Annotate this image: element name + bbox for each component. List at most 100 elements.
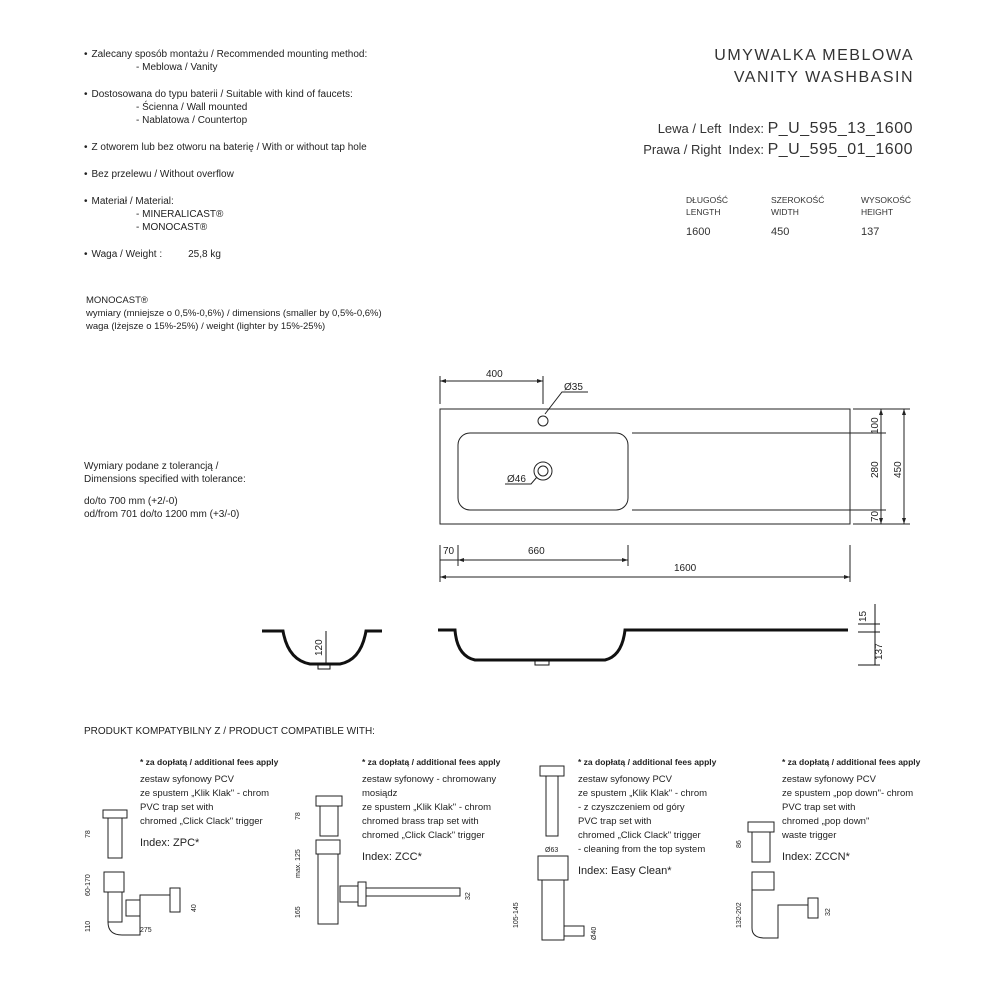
index-word: Index: bbox=[728, 121, 764, 136]
product-desc-line: zestaw syfonowy PCV bbox=[782, 774, 876, 785]
product-fee-note: * za dopłatą / additional fees apply bbox=[782, 757, 921, 767]
tap-hole bbox=[537, 415, 549, 427]
width-label-pl: SZEROKOŚĆ bbox=[771, 195, 825, 205]
product-desc-line: PVC trap set with bbox=[578, 816, 652, 827]
product-desc-line: ze spustem „Klik Klak" - chrom bbox=[578, 788, 708, 799]
width-value: 450 bbox=[771, 226, 790, 238]
trap-dim: 165 bbox=[295, 906, 302, 918]
taphole-spec: Z otworem lub bez otworu na baterię / Wi… bbox=[84, 141, 414, 154]
dim-100: 100 bbox=[870, 417, 881, 434]
trap-dim: 105-145 bbox=[513, 902, 520, 928]
material-value-monocast: - MONOCAST® bbox=[136, 222, 208, 233]
spec-list: Zalecany sposób montażu / Recommended mo… bbox=[84, 48, 414, 261]
product-index: Index: ZCCN* bbox=[782, 851, 850, 863]
technical-drawing: 400 Ø35 Ø46 100 280 70 450 70 660 1600 1… bbox=[262, 369, 910, 670]
product-desc-line: zestaw syfonowy PCV bbox=[578, 774, 672, 785]
dimension-length: DŁUGOŚĆ LENGTH 1600 bbox=[686, 194, 728, 238]
product-desc-line: chromed „Click Clack" trigger bbox=[578, 830, 701, 841]
trap-dim: 110 bbox=[85, 921, 92, 932]
trap-dim: 60-170 bbox=[85, 874, 92, 896]
bowl-outline bbox=[457, 432, 629, 511]
dim-120: 120 bbox=[314, 639, 325, 656]
height-label-en: HEIGHT bbox=[861, 207, 894, 217]
product-desc-line: ze spustem „Klik Klak" - chrom bbox=[362, 802, 492, 813]
product-index: Index: ZPC* bbox=[140, 837, 200, 849]
monocast-dimensions-note: wymiary (mniejsze o 0,5%-0,6%) / dimensi… bbox=[86, 308, 382, 319]
trap-sketch-zcc bbox=[315, 795, 461, 925]
index-right-row: Prawa / Right Index: P_U_595_01_1600 bbox=[493, 139, 913, 160]
trap-dim: max. 125 bbox=[295, 849, 302, 878]
dim-tap-hole: Ø35 bbox=[564, 382, 583, 393]
trap-dim: Ø40 bbox=[591, 927, 598, 940]
product-desc-line: PVC trap set with bbox=[140, 802, 214, 813]
dim-280: 280 bbox=[870, 461, 881, 478]
material-value-mineralicast: - MINERALICAST® bbox=[136, 209, 224, 220]
product-easy-clean: * za dopłatą / additional fees apply zes… bbox=[578, 757, 738, 877]
dim-450: 450 bbox=[893, 461, 904, 478]
product-fee-note: * za dopłatą / additional fees apply bbox=[140, 757, 279, 767]
length-value: 1600 bbox=[686, 226, 711, 238]
product-desc-line: zestaw syfonowy - chromowany bbox=[362, 774, 497, 785]
dim-15: 15 bbox=[858, 610, 869, 622]
index-left-code: P_U_595_13_1600 bbox=[767, 120, 913, 137]
trap-sketch-zccn bbox=[747, 821, 819, 939]
length-label-en: LENGTH bbox=[686, 207, 721, 217]
dim-660: 660 bbox=[528, 546, 545, 557]
product-fee-note: * za dopłatą / additional fees apply bbox=[362, 757, 501, 767]
trap-dim: 40 bbox=[191, 904, 198, 912]
faucet-value-counter: - Nablatowa / Countertop bbox=[136, 115, 248, 126]
trap-dim: Ø63 bbox=[545, 847, 558, 854]
product-desc-line: zestaw syfonowy PCV bbox=[140, 774, 234, 785]
mounting-label: Zalecany sposób montażu / Recommended mo… bbox=[84, 48, 414, 61]
trap-dim: 132-202 bbox=[736, 902, 743, 928]
index-word: Index: bbox=[728, 142, 764, 157]
drain-inner bbox=[537, 465, 549, 477]
faucet-label: Dostosowana do typu baterii / Suitable w… bbox=[84, 88, 414, 101]
dim-137: 137 bbox=[874, 643, 885, 660]
tolerance-note: Wymiary podane z tolerancją / Dimensions… bbox=[84, 460, 384, 521]
dim-70-vertical: 70 bbox=[870, 510, 881, 522]
product-fee-note: * za dopłatą / additional fees apply bbox=[578, 757, 717, 767]
product-desc-line: waste trigger bbox=[782, 830, 837, 841]
tolerance-line-pl: Wymiary podane z tolerancją / bbox=[84, 461, 219, 472]
product-zccn: * za dopłatą / additional fees apply zes… bbox=[782, 757, 932, 863]
trap-dim: 32 bbox=[825, 908, 832, 916]
dim-400: 400 bbox=[486, 369, 503, 380]
trap-dim: 78 bbox=[295, 812, 302, 820]
index-right-code: P_U_595_01_1600 bbox=[767, 141, 913, 158]
dimension-height: WYSOKOŚĆ HEIGHT 137 bbox=[861, 194, 911, 238]
weight-value: 25,8 kg bbox=[188, 249, 221, 260]
width-label-en: WIDTH bbox=[771, 207, 799, 217]
trap-sketch-easy-clean bbox=[537, 765, 585, 941]
trap-sketch-zpc bbox=[102, 809, 181, 936]
product-zcc: * za dopłatą / additional fees apply zes… bbox=[362, 757, 522, 863]
trap-dim: 275 bbox=[140, 927, 152, 934]
product-desc-line: - z czyszczeniem od góry bbox=[578, 802, 685, 813]
index-left-label: Lewa / Left bbox=[657, 121, 722, 136]
product-zpc: * za dopłatą / additional fees apply zes… bbox=[140, 757, 290, 849]
index-left-row: Lewa / Left Index: P_U_595_13_1600 bbox=[493, 118, 913, 139]
monocast-title: MONOCAST® bbox=[86, 295, 148, 306]
product-desc-line: ze spustem „Klik Klak" - chrom bbox=[140, 788, 270, 799]
dim-70-horizontal: 70 bbox=[443, 546, 455, 557]
height-value: 137 bbox=[861, 226, 880, 238]
product-desc-line: chromed „pop down" bbox=[782, 816, 870, 827]
tolerance-line-en: Dimensions specified with tolerance: bbox=[84, 474, 246, 485]
dim-1600: 1600 bbox=[674, 563, 697, 574]
cross-section-long bbox=[438, 604, 880, 666]
trap-dim: 78 bbox=[85, 830, 92, 838]
product-desc-line: chromed „Click Clack" trigger bbox=[140, 816, 263, 827]
index-codes: Lewa / Left Index: P_U_595_13_1600 Prawa… bbox=[493, 118, 913, 160]
height-label-pl: WYSOKOŚĆ bbox=[861, 195, 912, 205]
length-label-pl: DŁUGOŚĆ bbox=[686, 195, 729, 205]
product-desc-line: ze spustem „pop down"- chrom bbox=[782, 788, 914, 799]
tolerance-range-2: od/from 701 do/to 1200 mm (+3/-0) bbox=[84, 509, 240, 520]
weight-spec: Waga / Weight :25,8 kg bbox=[84, 248, 414, 261]
trap-sketches: 78 60-170 110 275 40 78 max. 125 165 32 … bbox=[85, 765, 832, 941]
product-index: Index: Easy Clean* bbox=[578, 865, 672, 877]
dimension-width: SZEROKOŚĆ WIDTH 450 bbox=[771, 194, 824, 238]
monocast-note: MONOCAST® wymiary (mniejsze o 0,5%-0,6%)… bbox=[86, 294, 426, 333]
product-title-pl: UMYWALKA MEBLOWA bbox=[714, 47, 914, 64]
faucet-value-wall: - Ścienna / Wall mounted bbox=[136, 102, 248, 113]
drain-outer bbox=[533, 461, 553, 481]
